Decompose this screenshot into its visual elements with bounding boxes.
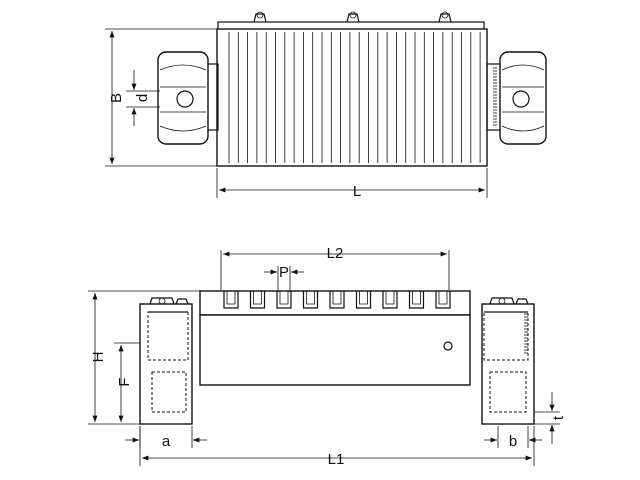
dim-d: d <box>126 70 160 126</box>
slot-inner <box>279 291 289 305</box>
dim-P: P <box>264 264 304 292</box>
slot-inner <box>385 291 395 305</box>
dim-t: t <box>534 392 567 444</box>
slot-inner <box>306 291 315 305</box>
slot-inner <box>226 291 236 305</box>
label-B: B <box>108 93 125 103</box>
front-slots <box>223 291 451 309</box>
top-view: B d L <box>105 11 547 200</box>
label-a: a <box>162 433 171 450</box>
front-top-plate <box>199 290 471 316</box>
front-indicator-hole <box>443 341 453 351</box>
dim-b: b <box>484 426 542 450</box>
label-t: t <box>550 415 567 420</box>
slot <box>382 291 398 309</box>
front-lower-body <box>199 314 471 386</box>
slot-inner <box>332 291 342 305</box>
top-ribs <box>228 32 481 163</box>
label-L1: L1 <box>328 451 345 468</box>
top-left-end-cap <box>157 51 219 145</box>
slot <box>249 291 266 309</box>
front-right-support <box>481 297 535 425</box>
front-left-support <box>139 297 193 425</box>
label-L: L <box>353 183 361 200</box>
dim-L1: L1 <box>139 426 535 468</box>
label-L2: L2 <box>327 245 344 262</box>
slot <box>329 291 345 309</box>
dim-L2: L2 <box>220 245 450 290</box>
slot-inner <box>412 291 421 305</box>
label-b: b <box>509 433 517 450</box>
slot-inner <box>359 291 368 305</box>
slot <box>355 291 372 309</box>
top-main-body <box>216 28 488 167</box>
slot <box>302 291 319 309</box>
label-H: H <box>90 352 107 363</box>
label-d: d <box>134 94 151 102</box>
dim-F: F <box>114 342 140 422</box>
dim-B: B <box>105 28 217 167</box>
label-F: F <box>116 377 133 386</box>
slot <box>276 291 292 309</box>
slot-inner <box>438 291 448 305</box>
slot-inner <box>253 291 262 305</box>
slot <box>223 291 239 309</box>
top-right-end-cap <box>486 51 547 145</box>
dim-L: L <box>216 168 488 200</box>
dim-a: a <box>125 426 207 450</box>
top-knobs <box>217 11 485 31</box>
label-P: P <box>279 264 289 281</box>
front-view: L2 P H F t <box>88 245 567 468</box>
slot <box>408 291 425 309</box>
dim-H: H <box>88 290 200 425</box>
slot <box>435 291 451 309</box>
